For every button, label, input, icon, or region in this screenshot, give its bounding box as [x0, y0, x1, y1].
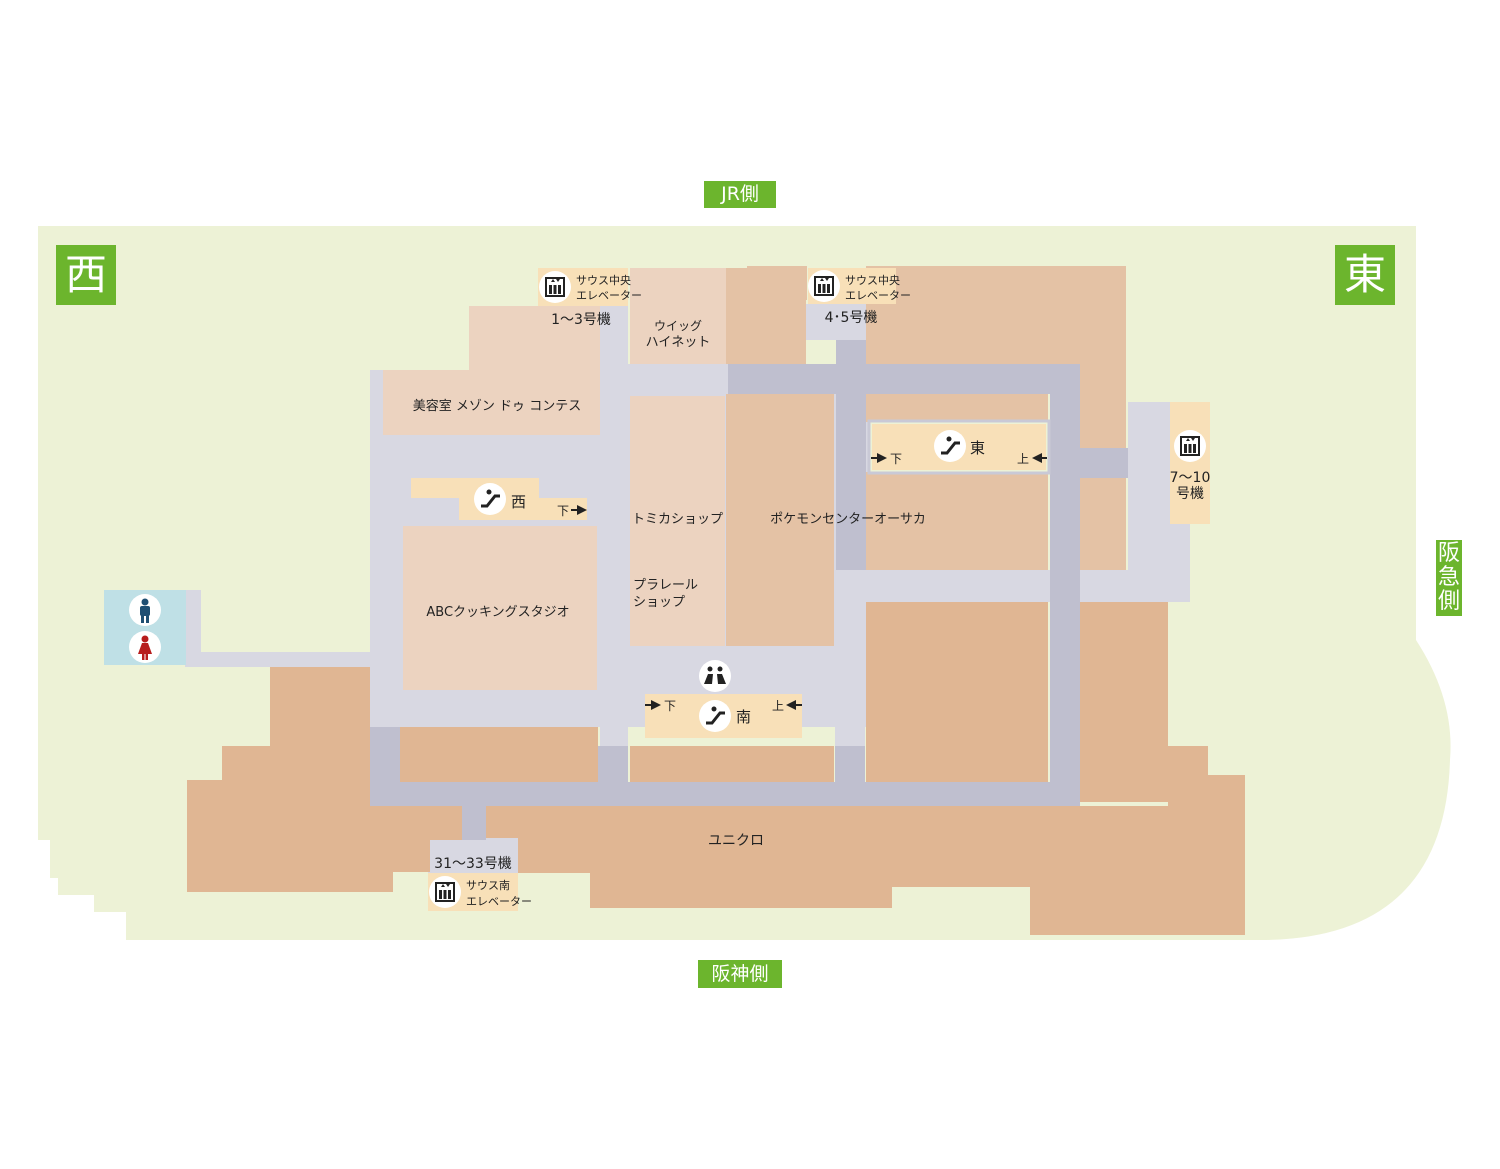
east-side-direction-label: 阪急側: [1436, 540, 1462, 616]
elevator-icon: [539, 271, 571, 303]
escalator-south-down: 下: [664, 699, 676, 713]
shops-mid: [726, 266, 1126, 646]
elevator-2-units: 4･5号機: [825, 310, 878, 326]
shops-light: [383, 268, 747, 690]
direction-arrows: [571, 453, 1047, 710]
shop-plarail-line2: ショップ: [633, 595, 685, 610]
escalator-icon: [699, 700, 731, 732]
elevator-1-units: 1～3号機: [551, 312, 611, 328]
female-restroom-icon: [129, 631, 161, 663]
elevator-4-name-line2: エレベーター: [466, 895, 532, 908]
escalator-west-down: 下: [557, 504, 569, 518]
escalator-east-up: 上: [1017, 452, 1029, 466]
shop-tomica: トミカショップ: [632, 512, 723, 527]
escalator-south-name: 南: [736, 708, 751, 726]
shop-pokemon-center: ポケモンセンターオーサカ: [770, 512, 926, 527]
escalator-south-up: 上: [772, 699, 784, 713]
shop-wig-line1: ウイッグ: [654, 319, 702, 333]
escalator-icon: [474, 483, 506, 515]
elevator-2-name-line2: エレベーター: [845, 289, 911, 302]
elevator-2-name-line1: サウス中央: [845, 274, 900, 287]
male-restroom-icon: [129, 594, 161, 626]
east-escalator-frame: [867, 419, 1051, 475]
shop-uniqlo: ユニクロ: [708, 833, 764, 849]
north-direction-label: JR側: [704, 181, 776, 208]
east-badge: 東: [1335, 245, 1395, 305]
escalator-east-down: 下: [890, 452, 902, 466]
elevator-4-units: 31～33号機: [434, 856, 512, 872]
elevator-icon: [808, 270, 840, 302]
elevator-icon: [1174, 430, 1206, 462]
west-badge: 西: [56, 245, 116, 305]
escalator-east-name: 東: [970, 439, 985, 457]
elevator-3-units-line1: 7～10: [1170, 470, 1211, 486]
shop-beauty-salon: 美容室 メゾン ドゥ コンテス: [413, 398, 581, 414]
shop-wig-line2: ハイネット: [646, 335, 711, 350]
elevator-1-name-line1: サウス中央: [576, 274, 631, 287]
elevator-3-units-line2: 号機: [1176, 486, 1204, 502]
escalator-west-name: 西: [511, 493, 526, 511]
shop-abc-cooking: ABCクッキングスタジオ: [426, 605, 569, 620]
elevator-4-name-line1: サウス南: [466, 879, 510, 892]
rest-area-icon: [699, 660, 731, 692]
shops-dark: [187, 602, 1245, 935]
elevator-icon: [429, 876, 461, 908]
shop-plarail-line1: プラレール: [633, 578, 698, 593]
elevator-1-name-line2: エレベーター: [576, 289, 642, 302]
escalator-icon: [934, 430, 966, 462]
corridors-dark: [370, 340, 1128, 840]
south-direction-label: 阪神側: [698, 960, 782, 988]
